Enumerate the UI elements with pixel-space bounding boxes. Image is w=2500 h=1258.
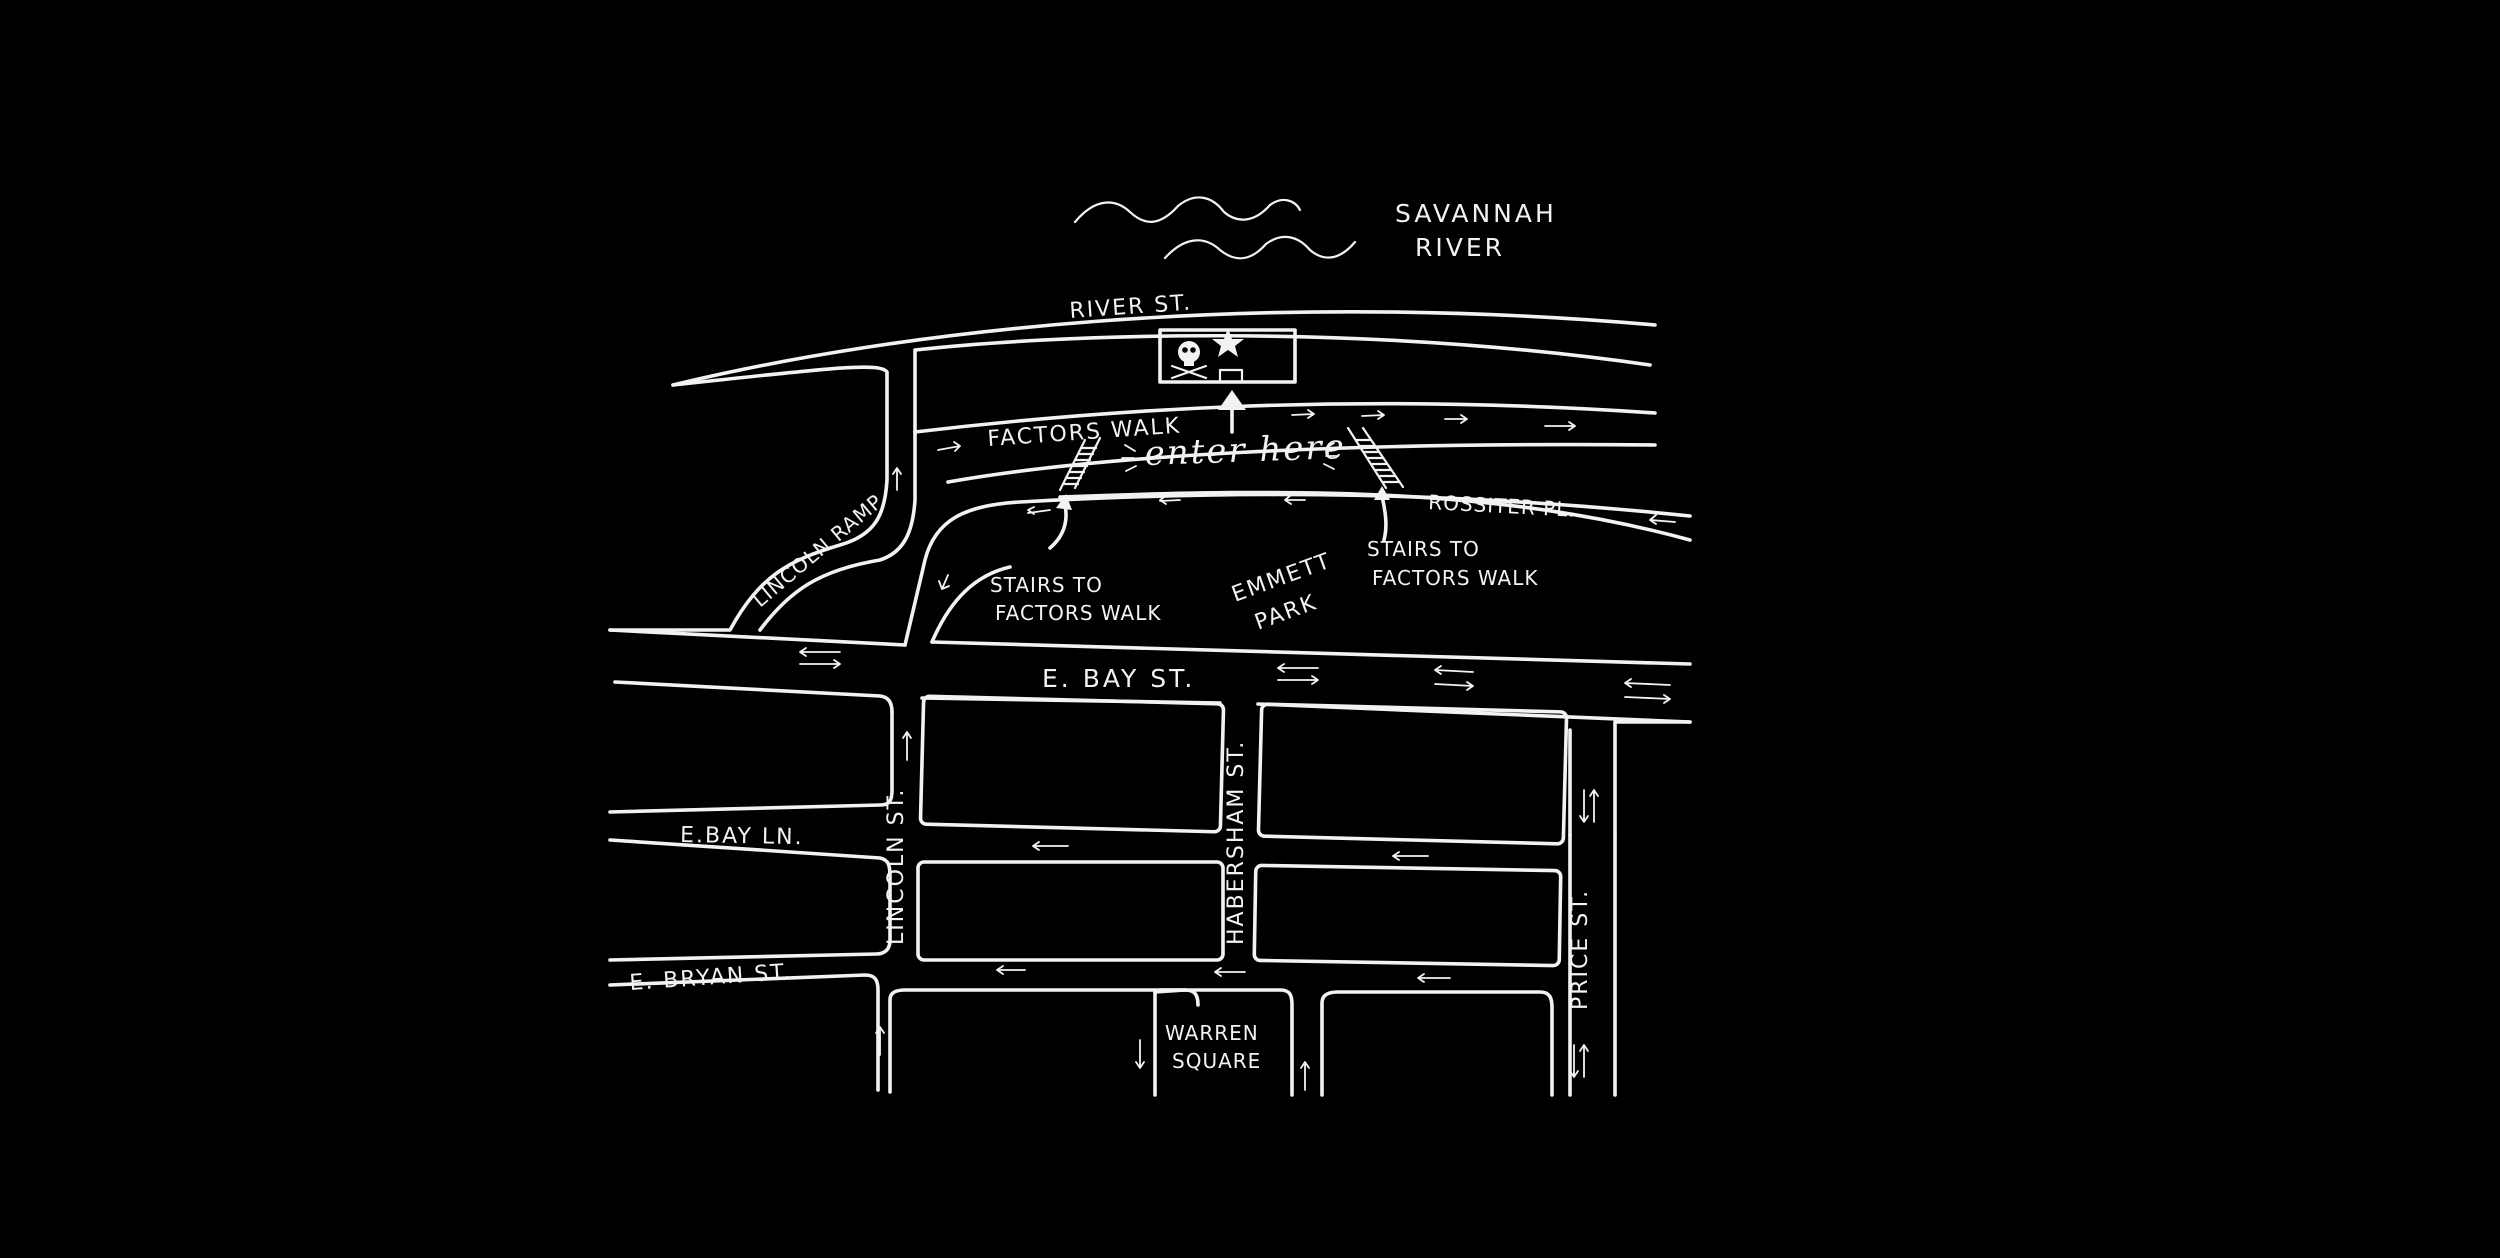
lincoln-ramp-road [608, 365, 917, 632]
lincoln-ramp-label: LINCOLN RAMP [748, 489, 888, 612]
enter-here-sparkle-icon [1121, 442, 1339, 472]
stairs-right-label: STAIRS TO [1367, 537, 1480, 561]
emmett-park-label: EMMETT [1229, 548, 1336, 607]
stairs-left-label: STAIRS TO [990, 573, 1103, 597]
e-bryan-st-label: E. BRYAN ST. [629, 960, 793, 996]
lincoln-st-label: LINCOLN ST. [884, 788, 909, 945]
e-bay-st-label: E. BAY ST. [1042, 664, 1195, 693]
star-icon [1212, 328, 1244, 357]
price-st-label: PRICE ST. [1568, 889, 1593, 1010]
factors-walk-arrows [937, 409, 1576, 452]
stairs-left-icon [1058, 436, 1102, 492]
rossiter-pl-arrows [938, 494, 1676, 590]
destination-building [1158, 328, 1297, 384]
e-bay-st-arrows [799, 647, 1671, 704]
rossiter-pl-label: ROSSITER PL. [1428, 490, 1577, 522]
door-icon [1218, 368, 1244, 384]
skull-crossbones-icon [1170, 341, 1208, 380]
lincoln-ramp-arrow [892, 467, 902, 491]
city-blocks [608, 694, 1692, 1097]
rossiter-pl-road [903, 490, 1692, 647]
factors-walk-road [913, 401, 1657, 484]
street-arrows [875, 731, 1599, 1091]
enter-here-label: enter here [1144, 427, 1347, 474]
stairs-right-icon [1346, 426, 1405, 490]
e-bay-ln-label: E.BAY LN. [680, 823, 804, 850]
river-waves [1073, 196, 1357, 260]
warren-square-label: WARREN [1165, 1021, 1259, 1045]
river-st-label: RIVER ST. [1069, 290, 1193, 324]
entry-arrow-icon [1218, 390, 1246, 434]
habersham-st-label: HABERSHAM ST. [1224, 740, 1249, 945]
warren-square-label-2: SQUARE [1172, 1049, 1261, 1073]
stairs-left-label-2: FACTORS WALK [995, 601, 1162, 625]
river-st-road [671, 310, 1657, 434]
stairs-right-arrow-icon [1374, 486, 1390, 542]
stairs-right-label-2: FACTORS WALK [1372, 566, 1539, 590]
stairs-left-arrow-icon [1048, 494, 1072, 550]
savannah-river-label-2: RIVER [1415, 233, 1505, 262]
savannah-river-label: SAVANNAH [1395, 199, 1557, 228]
